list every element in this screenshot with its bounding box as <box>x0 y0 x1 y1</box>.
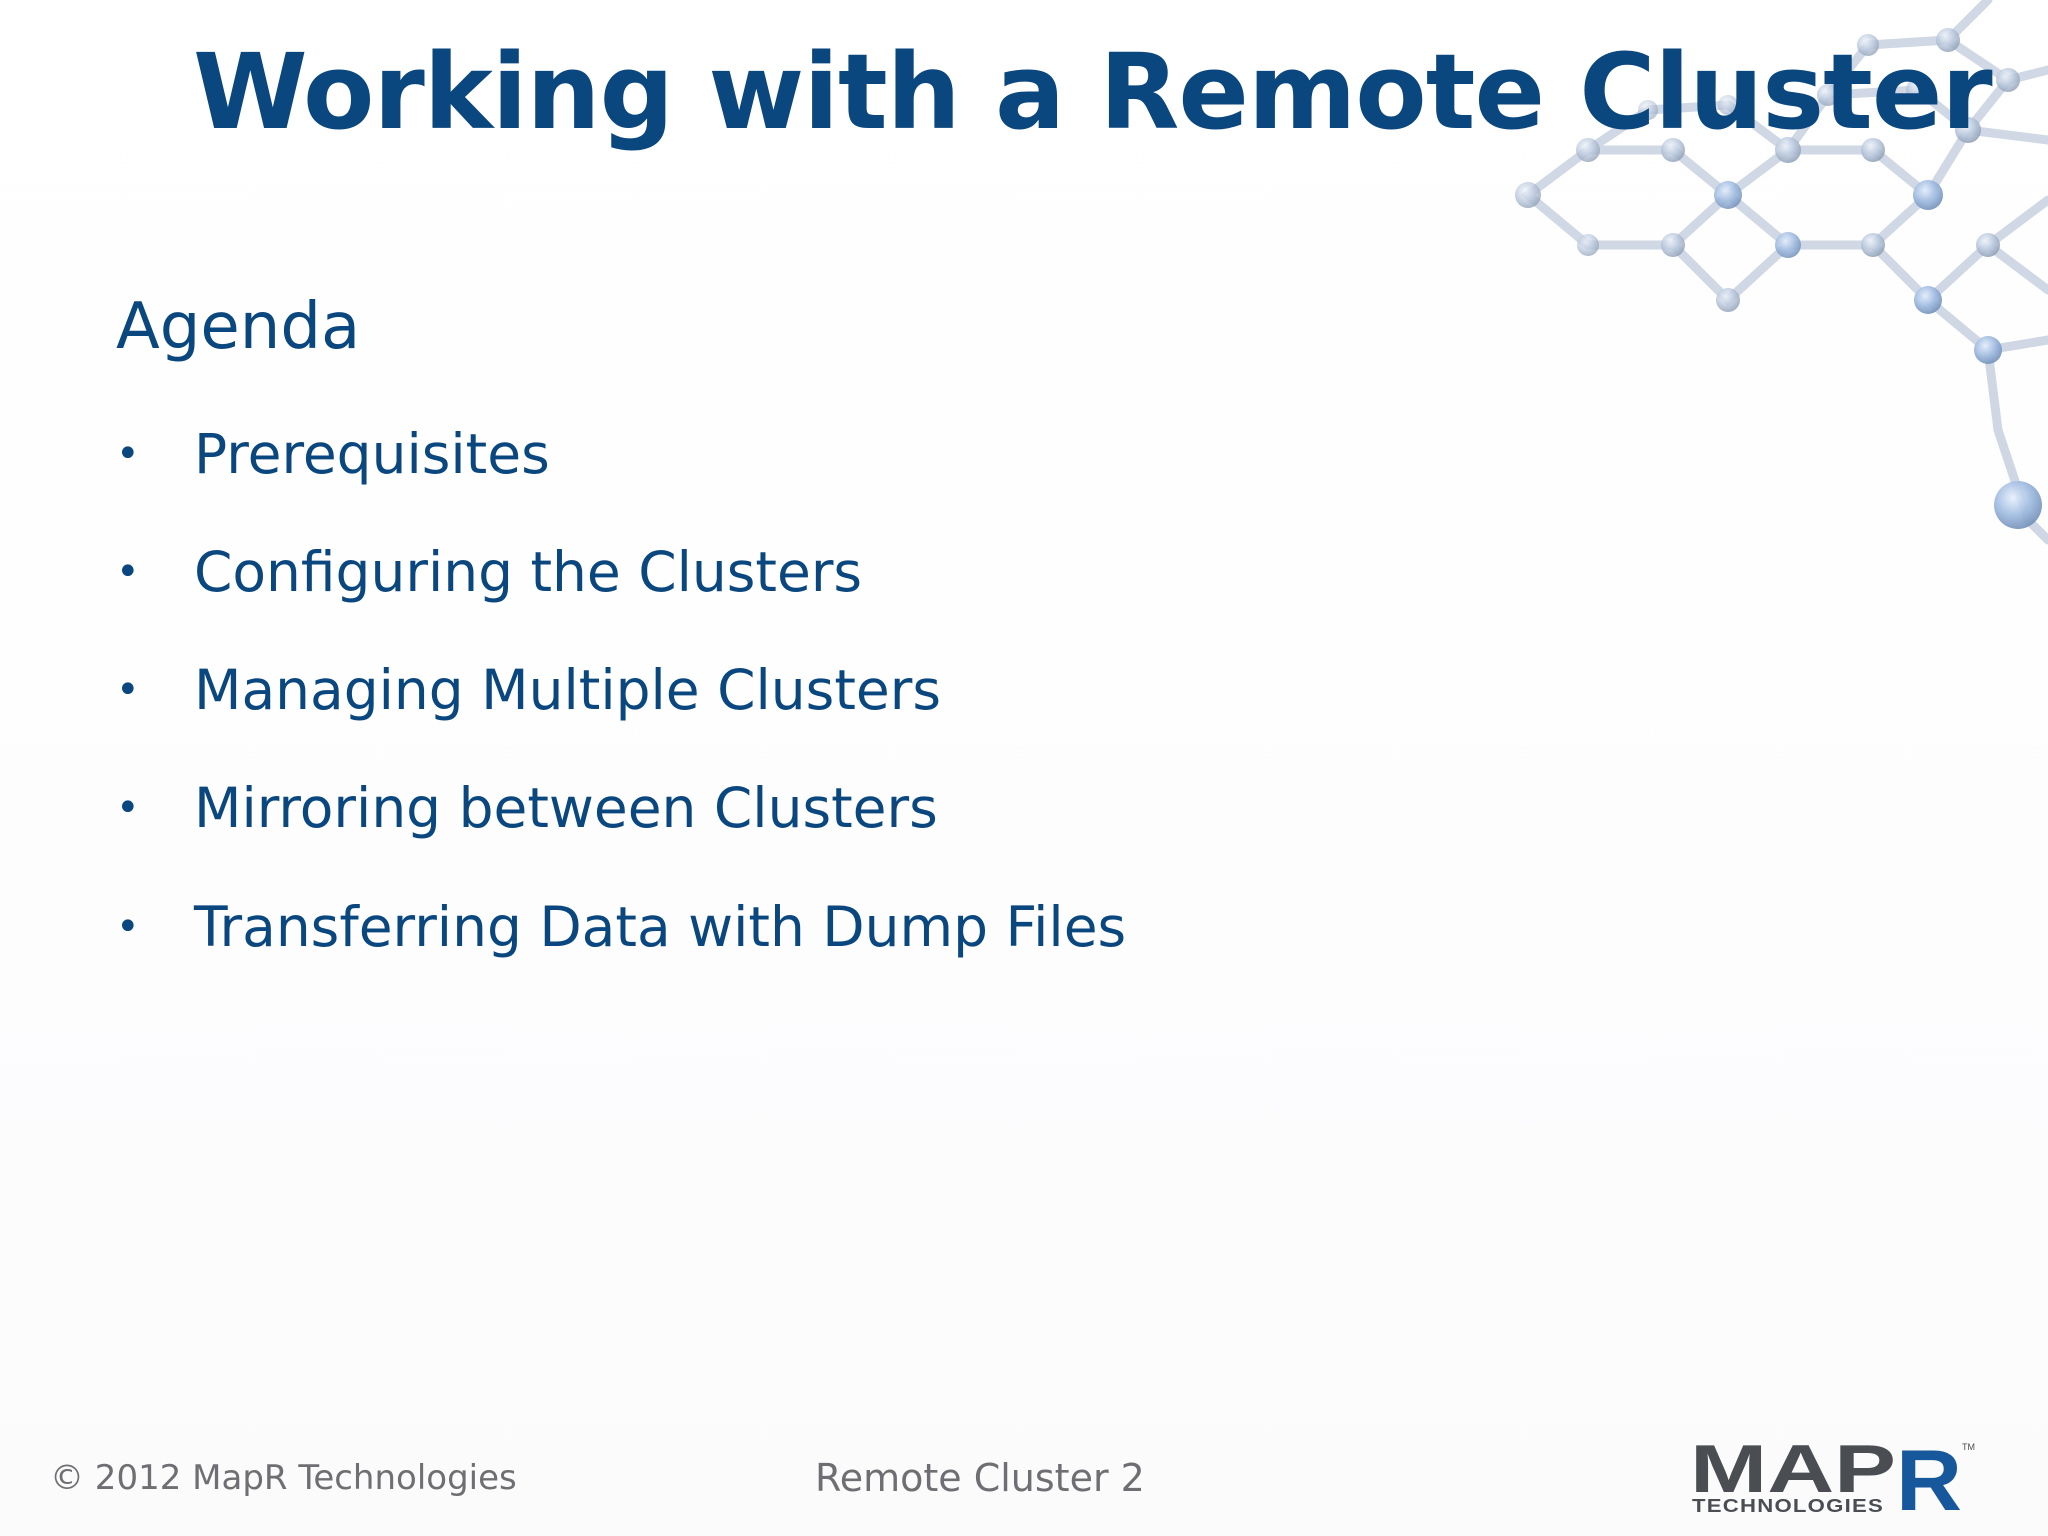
agenda-item-label: Transferring Data with Dump Files <box>194 895 1127 959</box>
agenda-item-dump-files: • Transferring Data with Dump Files <box>116 887 1316 967</box>
svg-text:R: R <box>1896 1436 1962 1516</box>
footer-copyright: © 2012 MapR Technologies <box>50 1458 517 1498</box>
bullet-icon: • <box>116 785 140 831</box>
svg-text:TM: TM <box>1962 1442 1975 1452</box>
svg-text:MAP: MAP <box>1690 1436 1896 1507</box>
bullet-icon: • <box>116 549 140 595</box>
agenda-item-managing-multiple-clusters: • Managing Multiple Clusters <box>116 650 1316 730</box>
agenda-item-label: Prerequisites <box>194 422 550 486</box>
slide-title: Working with a Remote Cluster <box>193 31 1993 153</box>
agenda-item-prerequisites: • Prerequisites <box>116 414 1316 494</box>
bullet-icon: • <box>116 667 140 713</box>
mapr-logo: MAP R TECHNOLOGIES TM <box>1690 1436 1975 1516</box>
molecule-background-image <box>1515 0 2048 545</box>
agenda-item-label: Mirroring between Clusters <box>194 776 938 840</box>
svg-text:TECHNOLOGIES: TECHNOLOGIES <box>1692 1496 1884 1516</box>
agenda-item-mirroring: • Mirroring between Clusters <box>116 768 1316 848</box>
agenda-item-label: Configuring the Clusters <box>194 540 863 604</box>
agenda-item-configuring-clusters: • Configuring the Clusters <box>116 532 1316 612</box>
bullet-icon: • <box>116 904 140 950</box>
footer-slide-label: Remote Cluster 2 <box>815 1456 1145 1500</box>
agenda-heading: Agenda <box>116 290 361 364</box>
bullet-icon: • <box>116 431 140 477</box>
agenda-item-label: Managing Multiple Clusters <box>194 658 941 722</box>
